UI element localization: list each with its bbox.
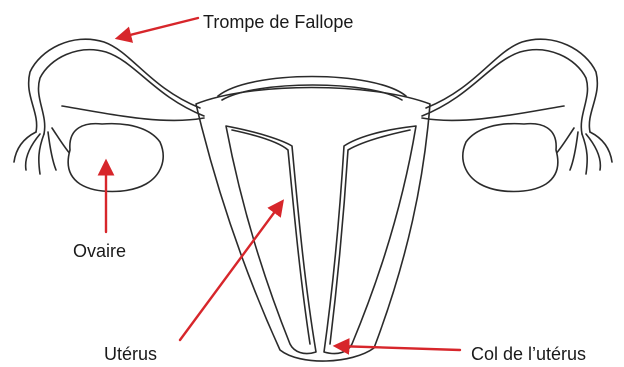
fallopian-tube-left <box>29 39 200 132</box>
ovary-left <box>68 124 163 192</box>
label-fallopian-tube: Trompe de Fallope <box>203 13 353 31</box>
label-uterus: Utérus <box>104 345 157 363</box>
arrow-fallopian-tube <box>118 18 198 38</box>
fimbriae-left <box>14 128 72 174</box>
fallopian-tube-right <box>426 39 597 132</box>
label-cervix: Col de l’utérus <box>471 345 586 363</box>
fimbriae-right <box>554 128 612 174</box>
label-ovary: Ovaire <box>73 242 126 260</box>
ovary-right <box>463 124 558 192</box>
